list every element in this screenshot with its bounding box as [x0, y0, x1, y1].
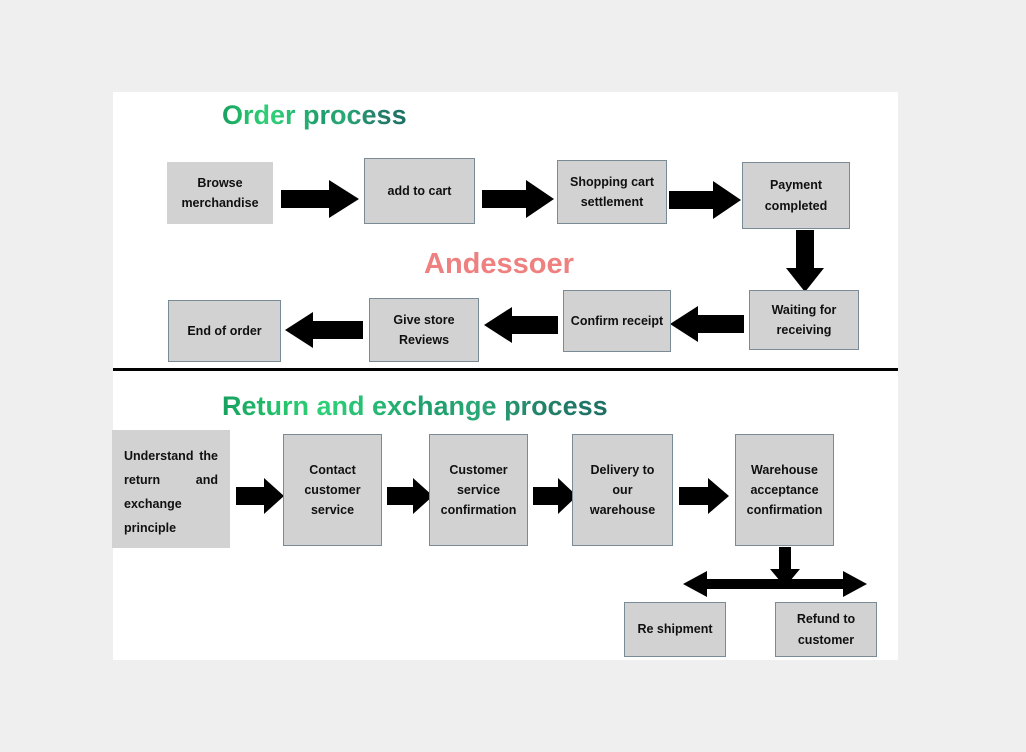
- node-customer-service-confirmation[interactable]: Customer service confirmation: [429, 434, 528, 546]
- node-refund-to-customer[interactable]: Refund to customer: [775, 602, 877, 657]
- node-confirm-receipt[interactable]: Confirm receipt: [563, 290, 671, 352]
- node-shopping-cart-settlement[interactable]: Shopping cart settlement: [557, 160, 667, 224]
- node-line: acceptance: [750, 482, 819, 497]
- node-line: our: [612, 482, 633, 497]
- arrow-split-bidirectional: [683, 570, 867, 598]
- section-divider: [113, 368, 898, 371]
- node-re-shipment[interactable]: Re shipment: [624, 602, 726, 657]
- arrow-delivery-to-acceptance: [679, 478, 729, 514]
- node-line: warehouse: [589, 503, 656, 518]
- node-line: Delivery to: [590, 462, 655, 477]
- node-line: settlement: [580, 195, 644, 209]
- arrow-settlement-to-payment: [669, 181, 741, 219]
- node-understand-return-exchange-principle[interactable]: Understand the return and exchange princ…: [112, 430, 230, 548]
- node-warehouse-acceptance-confirmation[interactable]: Warehouse acceptance confirmation: [735, 434, 834, 546]
- node-line: add to cart: [387, 183, 452, 198]
- node-line: Give store: [393, 312, 455, 327]
- arrow-confirmation-to-delivery: [533, 478, 577, 514]
- node-give-store-reviews[interactable]: Give store Reviews: [369, 298, 479, 362]
- arrow-cart-to-settlement: [482, 180, 554, 218]
- node-line: confirmation: [440, 503, 517, 518]
- node-line: service: [310, 503, 355, 518]
- node-line: confirmation: [746, 503, 823, 518]
- arrow-waiting-to-confirm: [670, 306, 744, 342]
- node-line: completed: [764, 198, 828, 213]
- arrow-contact-to-confirmation: [387, 478, 433, 514]
- arrow-confirm-to-reviews: [484, 307, 558, 343]
- arrow-payment-to-waiting: [786, 230, 824, 292]
- node-contact-customer-service[interactable]: Contact customer service: [283, 434, 382, 546]
- node-line: Contact: [309, 462, 356, 477]
- node-line: exchange: [124, 497, 182, 511]
- node-line: Customer: [449, 462, 508, 477]
- node-line: Payment: [769, 178, 823, 193]
- arrow-principle-to-contact: [236, 478, 284, 514]
- node-delivery-to-our-warehouse[interactable]: Delivery to our warehouse: [572, 434, 673, 546]
- node-waiting-for-receiving[interactable]: Waiting for receiving: [749, 290, 859, 350]
- node-line: Understand the: [124, 449, 218, 463]
- node-line: service: [456, 482, 501, 497]
- node-end-of-order[interactable]: End of order: [168, 300, 281, 362]
- section-title-order-process: Order process: [222, 100, 407, 130]
- arrow-browse-to-cart: [281, 180, 359, 218]
- node-line: Reviews: [398, 333, 450, 347]
- node-line: customer: [304, 482, 361, 497]
- node-line: Shopping cart: [569, 174, 655, 189]
- node-line: Waiting for: [771, 302, 837, 317]
- node-line: receiving: [776, 323, 832, 337]
- arrow-acceptance-to-split: [770, 547, 800, 587]
- node-line: return and: [124, 473, 218, 487]
- node-add-to-cart[interactable]: add to cart: [364, 158, 475, 224]
- node-browse-merchandise[interactable]: Browse merchandise: [167, 162, 273, 224]
- brand-watermark: Andessoer: [424, 248, 574, 280]
- node-line: customer: [797, 632, 855, 647]
- node-line: Confirm receipt: [570, 313, 664, 328]
- node-payment-completed[interactable]: Payment completed: [742, 162, 850, 229]
- node-line: End of order: [187, 323, 262, 338]
- node-line: Browse: [197, 175, 243, 190]
- node-line: Re shipment: [637, 622, 713, 637]
- node-line: principle: [124, 521, 177, 535]
- node-line: Refund to: [796, 612, 856, 627]
- node-line: merchandise: [181, 196, 259, 210]
- node-line: Warehouse: [751, 462, 818, 477]
- arrow-reviews-to-end: [285, 312, 363, 348]
- section-title-return-exchange-process: Return and exchange process: [222, 391, 608, 421]
